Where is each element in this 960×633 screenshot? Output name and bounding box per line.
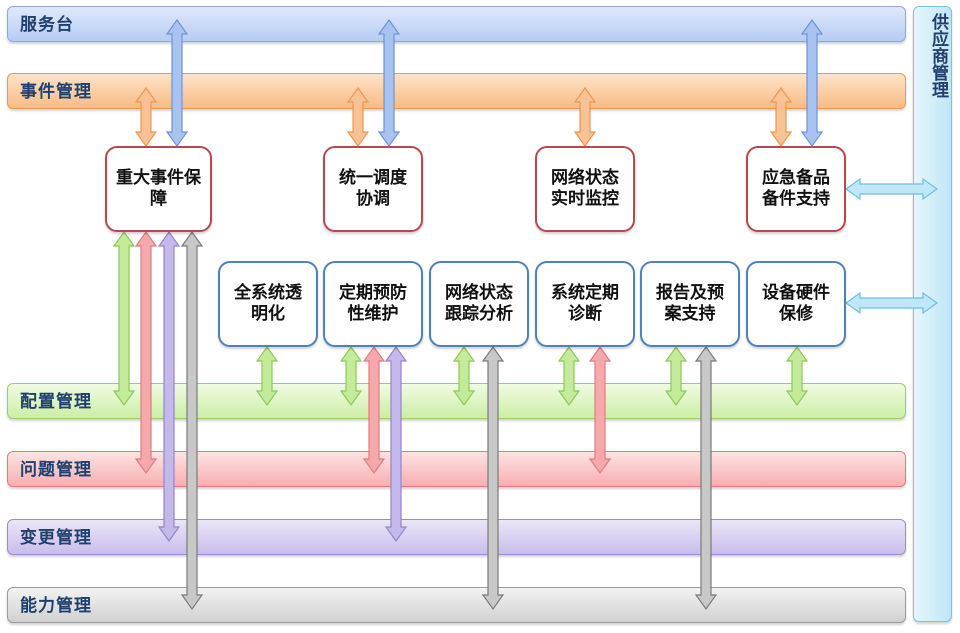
configuration-management-band: 配置管理 xyxy=(7,383,906,419)
network-tracking-analysis-box: 网络状态跟踪分析 xyxy=(429,261,529,347)
change-management-label: 变更管理 xyxy=(20,528,92,548)
major-incident-to-change-arrow xyxy=(157,230,181,543)
maintenance-to-change-arrow xyxy=(384,345,408,543)
change-management-band: 变更管理 xyxy=(7,519,906,555)
report-plan-support-box: 报告及预案支持 xyxy=(640,261,740,347)
hardware-warranty-box: 设备硬件保修 xyxy=(746,261,846,347)
major-incident-to-capacity-arrow xyxy=(180,230,204,611)
major-incident-support-box: 重大事件保障 xyxy=(105,146,212,232)
major-incident-to-config-arrow xyxy=(112,230,136,407)
incident-to-dispatch-arrow xyxy=(346,86,370,148)
tracking-to-capacity-arrow xyxy=(481,345,505,611)
problem-management-band: 问题管理 xyxy=(7,451,906,487)
service-desk-label: 服务台 xyxy=(20,15,74,35)
system-diagnosis-box: 系统定期诊断 xyxy=(535,261,635,347)
network-realtime-monitor-box: 网络状态实时监控 xyxy=(535,146,635,232)
emergency-spare-parts-box: 应急备品备件支持 xyxy=(746,146,846,232)
transparency-to-config-arrow xyxy=(255,345,279,407)
incident-management-band: 事件管理 xyxy=(7,73,906,109)
report-to-capacity-arrow xyxy=(694,345,718,611)
warranty-to-config-arrow xyxy=(785,345,809,407)
capacity-management-band: 能力管理 xyxy=(7,587,906,623)
vendor-management-label: 供应商管理 xyxy=(928,13,948,98)
service-to-major-incident-arrow xyxy=(165,18,189,148)
tracking-to-config-arrow xyxy=(452,345,476,407)
unified-dispatch-box: 统一调度协调 xyxy=(323,146,423,232)
configuration-management-label: 配置管理 xyxy=(20,392,92,412)
diagnosis-to-config-arrow xyxy=(557,345,581,407)
diagnosis-to-problem-arrow xyxy=(588,345,612,475)
incident-management-label: 事件管理 xyxy=(20,82,92,102)
warranty-to-vendor-arrow xyxy=(844,291,939,315)
maintenance-to-config-arrow xyxy=(339,345,363,407)
problem-management-label: 问题管理 xyxy=(20,460,92,480)
maintenance-to-problem-arrow xyxy=(362,345,386,475)
incident-to-spare-parts-arrow xyxy=(769,86,793,148)
incident-to-major-incident-arrow xyxy=(134,86,158,148)
report-to-config-arrow xyxy=(664,345,688,407)
spare-parts-to-vendor-arrow xyxy=(844,177,939,201)
preventive-maintenance-box: 定期预防性维护 xyxy=(323,261,423,347)
service-to-spare-parts-arrow xyxy=(800,18,824,148)
vendor-management-band: 供应商管理 xyxy=(913,6,952,622)
service-desk-band: 服务台 xyxy=(7,6,906,42)
system-transparency-box: 全系统透明化 xyxy=(218,261,318,347)
major-incident-to-problem-arrow xyxy=(134,230,158,475)
service-to-dispatch-arrow xyxy=(377,18,401,148)
capacity-management-label: 能力管理 xyxy=(20,596,92,616)
incident-to-monitor-arrow xyxy=(573,86,597,148)
